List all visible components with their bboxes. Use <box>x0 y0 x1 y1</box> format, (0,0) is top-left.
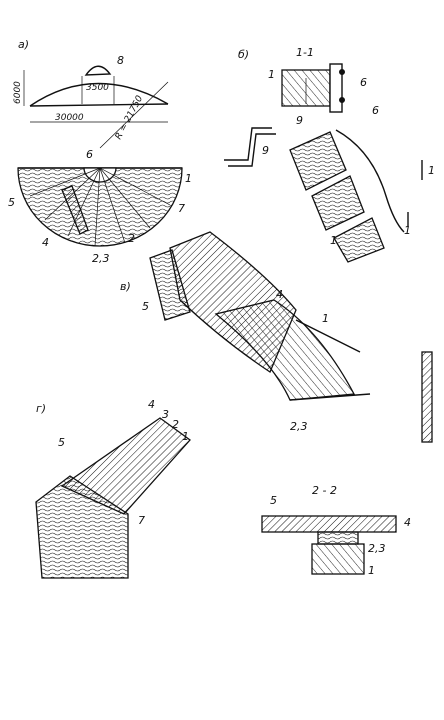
top-width-label: 3500 <box>86 83 109 93</box>
label-5-g: 5 <box>58 436 65 449</box>
section-2-2-deck <box>261 515 397 533</box>
rib-lower <box>214 299 356 401</box>
panel-g-label: г) <box>36 402 46 415</box>
section-1-1-label: 1-1 <box>296 46 314 59</box>
radius-line <box>99 81 169 149</box>
label-1-b4: 1 <box>428 164 435 177</box>
segment-1 <box>289 131 347 191</box>
ring-curve <box>335 129 405 233</box>
label-1-b2: 1 <box>330 234 337 247</box>
rib-left <box>149 249 191 321</box>
section-2-2-label: 2 - 2 <box>312 484 337 497</box>
support-block <box>35 475 129 579</box>
side-strip <box>421 351 433 443</box>
label-23-v: 2,3 <box>290 420 308 433</box>
label-4-g: 4 <box>148 398 155 411</box>
label-2-g: 2 <box>172 418 179 431</box>
label-7-g: 7 <box>138 514 145 527</box>
plan-semicircle <box>17 167 183 247</box>
label-9-b: 9 <box>296 114 303 127</box>
panel-v-label: в) <box>120 280 131 293</box>
panel-a-plan: 6 1 7 5 4 2,3 <box>8 148 192 265</box>
segment-3 <box>333 217 385 263</box>
label-1-s22: 1 <box>368 564 375 577</box>
label-2-v: 2 <box>128 232 135 245</box>
label-4-s22: 4 <box>404 516 411 529</box>
label-1-g: 1 <box>182 430 189 443</box>
panel-v: в) 2 5 4 1 2,3 <box>120 231 433 443</box>
section-2-2-joist <box>311 543 365 575</box>
label-5-plan: 5 <box>8 196 15 209</box>
panel-a-elevation: а) 6000 3500 8 30000 R = 21750 <box>13 38 169 149</box>
label-1-b3: 1 <box>404 224 411 237</box>
span-dim-label: 30000 <box>55 113 84 123</box>
label-6-plan: 6 <box>86 148 93 161</box>
panel-a-label: а) <box>18 38 29 51</box>
label-4-v: 4 <box>276 288 283 301</box>
bracket-9 <box>224 127 272 161</box>
label-23-s22: 2,3 <box>368 542 386 555</box>
panel-b: б) 1-1 1 6 9 9 6 1 1 1 <box>224 46 435 263</box>
label-6-b: 6 <box>360 76 367 89</box>
radius-label: R = 21750 <box>114 94 146 141</box>
segment-2 <box>311 175 365 231</box>
label-7-plan: 7 <box>178 202 185 215</box>
label-6-b2: 6 <box>372 104 379 117</box>
arch-base <box>29 103 169 107</box>
section-2-2: 2 - 2 5 4 2,3 1 <box>261 484 411 577</box>
label-4-plan: 4 <box>42 236 49 249</box>
label-9-bracket: 9 <box>262 144 269 157</box>
lantern-cap <box>84 65 112 76</box>
label-1-plan: 1 <box>185 172 192 185</box>
label-3-g: 3 <box>162 408 169 421</box>
height-dim-label: 6000 <box>13 81 23 104</box>
label-5-v: 5 <box>142 300 149 313</box>
label-8: 8 <box>117 54 124 67</box>
panel-g: г) 4 3 2 1 5 7 <box>35 398 191 579</box>
panel-b-label: б) <box>238 48 249 61</box>
label-23-plan: 2,3 <box>92 252 110 265</box>
arch-outline <box>29 82 169 107</box>
label-5-s22: 5 <box>270 494 277 507</box>
label-1-v: 1 <box>322 312 329 325</box>
label-1-b: 1 <box>268 68 275 81</box>
section-2-2-joist-top <box>317 531 359 545</box>
